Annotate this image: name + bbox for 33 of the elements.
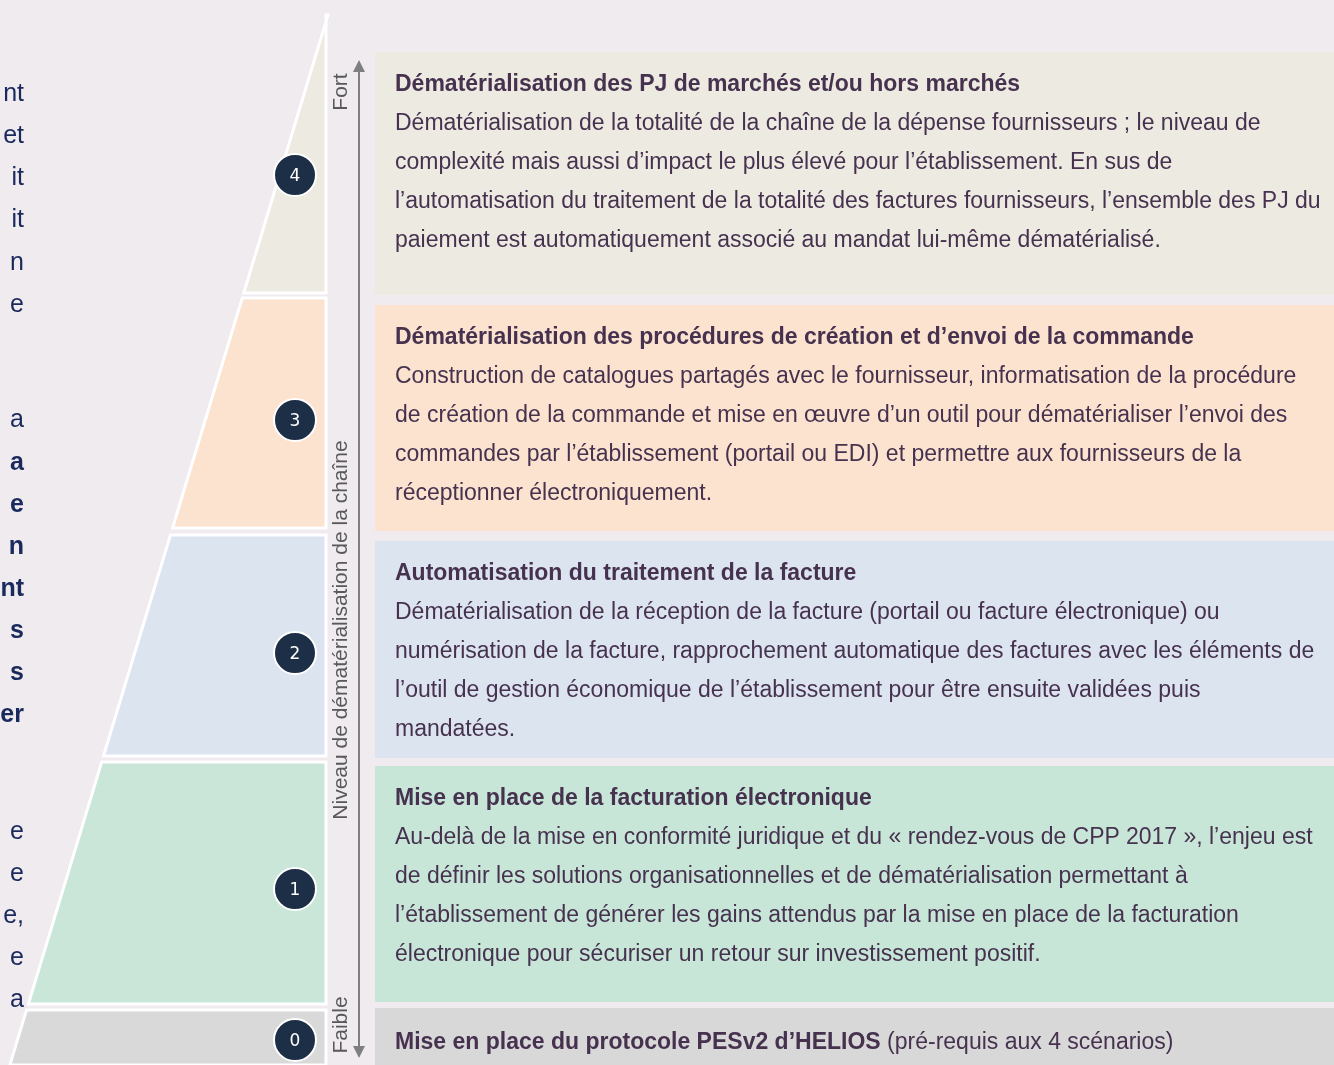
level-panel (375, 305, 1334, 531)
level-heading: Dématérialisation des procédures de création et d’envoi de la commande (395, 322, 1195, 351)
cut-off-text: et (2, 119, 24, 149)
cut-off-text: e (9, 288, 24, 318)
cut-off-text: e (9, 941, 24, 971)
level-heading: Automatisation du traitement de la facture (395, 558, 858, 587)
cut-off-text: a (9, 983, 24, 1013)
axis-label: Faible (328, 996, 352, 1054)
cut-off-text: e, (2, 899, 24, 929)
cut-off-text: a (9, 446, 24, 476)
cut-off-text: e (9, 488, 24, 518)
axis-label: Niveau de dématérialisation de la chaîne (328, 440, 352, 820)
cut-off-text: n (7, 530, 24, 560)
cut-off-text: s (9, 614, 24, 644)
level-description: Dématérialisation de la totalité de la chaîne de la dépense fournisseurs ; le niveau de complexité mais aussi d’impact le plus élevé pour l’établissement. En sus de l’automatisation du traitement de la totalité des factures fournisseurs, l’ensemble des PJ du paiement est automatiquement associé au mandat lui-même dématérialisé. (395, 108, 1322, 254)
cut-off-text: er (0, 698, 24, 728)
cut-off-text: it (10, 203, 24, 233)
cut-off-text: it (10, 161, 24, 191)
axis-label: Fort (328, 73, 352, 111)
level-panel (375, 766, 1334, 1002)
cut-off-text: e (9, 815, 24, 845)
level-description: Dématérialisation de la réception de la facture (portail ou facture électronique) ou numérisation de la facture, rapprochement automatique des factures avec les éléments de l’outil de gestion économique de l’établissement pour être ensuite validées puis mandatées. (395, 597, 1316, 743)
cut-off-text: nt (2, 77, 24, 107)
cut-off-text: a (9, 403, 24, 433)
level-heading: Mise en place de la facturation électronique (395, 783, 873, 812)
cut-off-text: e (9, 857, 24, 887)
cut-off-text: n (9, 246, 24, 276)
level-description: Au-delà de la mise en conformité juridique et du « rendez-vous de CPP 2017 », l’enjeu est de définir les solutions organisationnelles et de dématérialisation permettant à l’établissement de générer les gains attendus par la mise en place de la facturation électronique pour sécuriser un retour sur investissement positif. (395, 822, 1314, 968)
level-description: Mise en place du protocole PESv2 d’HELIOS (pré-requis aux 4 scénarios) (395, 1027, 1175, 1056)
level-description: Construction de catalogues partagés avec le fournisseur, informatisation de la procédure de création de la commande et mise en œuvre d’un outil pour dématérialiser l’envoi des commandes par l’établissement (portail ou EDI) et permettre aux fournisseurs de la réceptionner électroniquement. (395, 361, 1298, 507)
level-heading: Dématérialisation des PJ de marchés et/ou hors marchés (395, 69, 1022, 98)
cut-off-text: nt (0, 572, 24, 602)
cut-off-text: s (9, 656, 24, 686)
